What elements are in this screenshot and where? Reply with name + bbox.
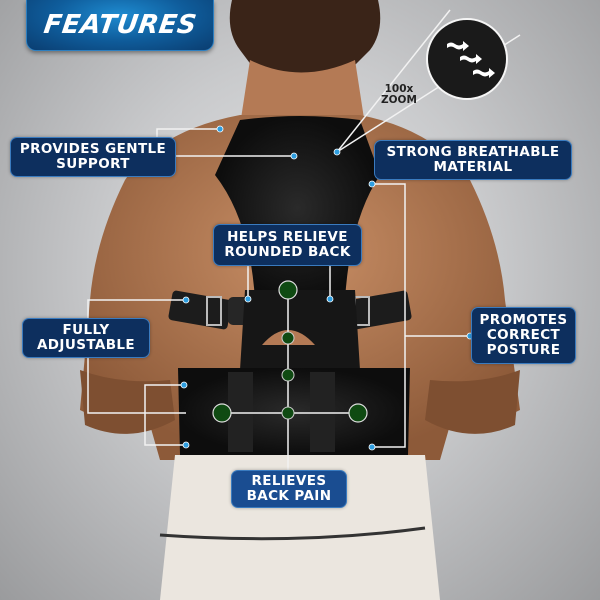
zoom-callout-text: 100x ZOOM [381,83,417,106]
magnet-points [212,280,368,423]
anchor-dots [180,125,474,451]
label-strong-breathable-material: STRONG BREATHABLE MATERIAL [374,140,572,180]
features-header: FEATURES [26,0,214,51]
fabric-zoom-circle [426,18,508,100]
features-title: FEATURES [41,10,199,40]
head [229,0,381,78]
fabric-zoom-arrows-icon [447,41,495,78]
label-provides-gentle-support: PROVIDES GENTLE SUPPORT [10,137,176,177]
label-helps-relieve-rounded-back: HELPS RELIEVE ROUNDED BACK [213,224,362,266]
label-fully-adjustable: FULLY ADJUSTABLE [22,318,150,358]
label-relieves-back-pain: RELIEVES BACK PAIN [231,470,347,508]
label-promotes-correct-posture: PROMOTES CORRECT POSTURE [471,307,576,364]
shorts [160,455,440,600]
